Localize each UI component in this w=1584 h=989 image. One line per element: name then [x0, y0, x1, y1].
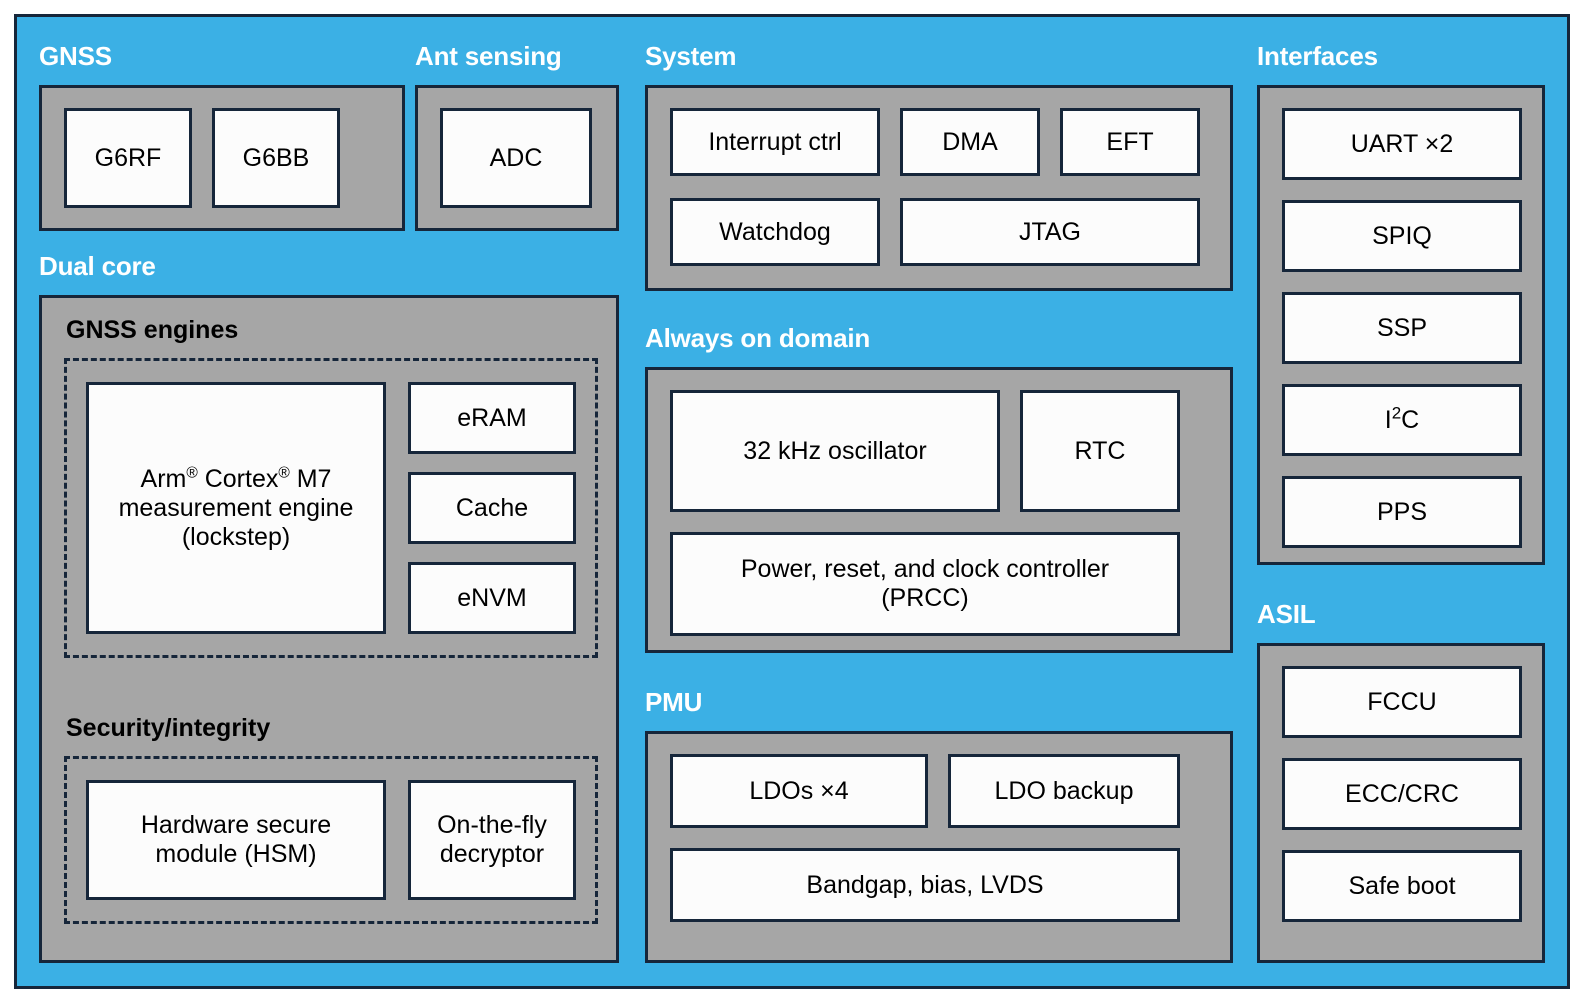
group-dual-core: GNSS engines Arm® Cortex® M7 measurement…: [39, 295, 619, 963]
block-cache[interactable]: Cache: [408, 472, 576, 544]
section-title-asil: ASIL: [1257, 599, 1316, 629]
section-title-gnss: GNSS: [39, 41, 112, 71]
section-title-ant-sensing: Ant sensing: [415, 41, 562, 71]
decryptor-text: On-the-fly decryptor: [437, 811, 547, 869]
block-spiq[interactable]: SPIQ: [1282, 200, 1522, 272]
subsection-title-security-integrity: Security/integrity: [66, 714, 271, 742]
registered-symbol-cortex: ®: [278, 464, 290, 482]
decryptor-line-1: On-the-fly: [437, 811, 547, 839]
block-envm[interactable]: eNVM: [408, 562, 576, 634]
prcc-line-2: (PRCC): [881, 584, 969, 612]
soc-block-diagram: GNSS G6RF G6BB Ant sensing ADC Dual core…: [14, 14, 1570, 989]
block-prcc[interactable]: Power, reset, and clock controller (PRCC…: [670, 532, 1180, 636]
core-line-1: Arm® Cortex® M7: [140, 464, 332, 493]
section-title-interfaces: Interfaces: [1257, 41, 1378, 71]
core-block-text: Arm® Cortex® M7 measurement engine (lock…: [119, 465, 354, 552]
block-interrupt-ctrl[interactable]: Interrupt ctrl: [670, 108, 880, 176]
hsm-text: Hardware secure module (HSM): [141, 811, 331, 869]
section-title-always-on-domain: Always on domain: [645, 323, 871, 353]
group-ant-sensing: ADC: [415, 85, 619, 231]
block-hardware-secure-module[interactable]: Hardware secure module (HSM): [86, 780, 386, 900]
section-title-pmu: PMU: [645, 687, 703, 717]
subsection-title-gnss-engines: GNSS engines: [66, 316, 239, 344]
block-eft[interactable]: EFT: [1060, 108, 1200, 176]
block-adc[interactable]: ADC: [440, 108, 592, 208]
block-ssp[interactable]: SSP: [1282, 292, 1522, 364]
block-jtag[interactable]: JTAG: [900, 198, 1200, 266]
section-title-system: System: [645, 41, 737, 71]
prcc-text: Power, reset, and clock controller (PRCC…: [741, 555, 1109, 613]
block-dma[interactable]: DMA: [900, 108, 1040, 176]
group-asil: FCCU ECC/CRC Safe boot: [1257, 643, 1545, 963]
group-system: Interrupt ctrl DMA EFT Watchdog JTAG: [645, 85, 1233, 291]
prcc-line-1: Power, reset, and clock controller: [740, 555, 1110, 583]
registered-symbol-arm: ®: [186, 464, 198, 482]
block-watchdog[interactable]: Watchdog: [670, 198, 880, 266]
dashed-group-gnss-engines: [64, 358, 598, 658]
block-ecc-crc[interactable]: ECC/CRC: [1282, 758, 1522, 830]
block-arm-cortex-m7-measurement-engine[interactable]: Arm® Cortex® M7 measurement engine (lock…: [86, 382, 386, 634]
block-uart[interactable]: UART ×2: [1282, 108, 1522, 180]
group-interfaces: UART ×2 SPIQ SSP I2C PPS: [1257, 85, 1545, 565]
block-i2c[interactable]: I2C: [1282, 384, 1522, 456]
block-fccu[interactable]: FCCU: [1282, 666, 1522, 738]
hsm-line-2: module (HSM): [155, 840, 317, 868]
group-pmu: LDOs ×4 LDO backup Bandgap, bias, LVDS: [645, 731, 1233, 963]
decryptor-line-2: decryptor: [439, 840, 545, 868]
block-g6bb[interactable]: G6BB: [212, 108, 340, 208]
dashed-group-security-integrity: [64, 756, 598, 924]
block-bandgap-bias-lvds[interactable]: Bandgap, bias, LVDS: [670, 848, 1180, 922]
block-eram[interactable]: eRAM: [408, 382, 576, 454]
block-g6rf[interactable]: G6RF: [64, 108, 192, 208]
group-gnss: G6RF G6BB: [39, 85, 405, 231]
block-on-the-fly-decryptor[interactable]: On-the-fly decryptor: [408, 780, 576, 900]
core-line-3: (lockstep): [181, 522, 291, 551]
group-always-on-domain: 32 kHz oscillator RTC Power, reset, and …: [645, 367, 1233, 653]
block-pps[interactable]: PPS: [1282, 476, 1522, 548]
block-ldos-x4[interactable]: LDOs ×4: [670, 754, 928, 828]
block-ldo-backup[interactable]: LDO backup: [948, 754, 1180, 828]
hsm-line-1: Hardware secure: [140, 811, 332, 839]
section-title-dual-core: Dual core: [39, 251, 156, 281]
block-rtc[interactable]: RTC: [1020, 390, 1180, 512]
i2c-superscript: 2: [1391, 403, 1402, 423]
i2c-text: I2C: [1384, 403, 1420, 434]
core-line-2: measurement engine: [118, 493, 354, 522]
block-32khz-oscillator[interactable]: 32 kHz oscillator: [670, 390, 1000, 512]
block-safe-boot[interactable]: Safe boot: [1282, 850, 1522, 922]
